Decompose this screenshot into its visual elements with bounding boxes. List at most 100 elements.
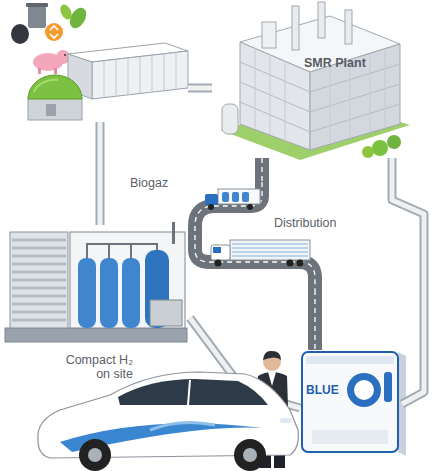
biogas-unit — [104, 52, 176, 97]
hydrogen-dispenser — [384, 372, 392, 402]
compact-unit-box: Compact H₂ on site — [5, 225, 190, 347]
hydrogen-dispenser — [306, 356, 394, 364]
smr-plant — [372, 140, 388, 156]
dispenser-box: BLUE — [300, 350, 402, 455]
fuel-cell-car — [150, 422, 215, 430]
truck — [208, 204, 214, 210]
truck — [222, 192, 229, 202]
smr-plant-box: SMR Plant — [212, 8, 407, 158]
hydrogen-dispenser — [354, 380, 374, 400]
compact-h2-unit — [10, 232, 68, 328]
truck — [242, 192, 249, 202]
waste-icons — [11, 24, 29, 44]
pipe-connector — [392, 158, 424, 404]
compact-h2-unit — [172, 222, 175, 244]
node-label: Biogaz — [130, 176, 168, 190]
pipe-outline — [392, 158, 424, 404]
biogas-unit — [34, 80, 58, 92]
fuel-cell-car — [188, 380, 190, 405]
hydrogen-dispenser — [302, 352, 406, 456]
fuel-cell-car — [88, 448, 102, 462]
smr-plant — [240, 62, 400, 132]
tube-trailer — [230, 240, 310, 260]
node-label: Compact H₂ on site — [53, 353, 133, 381]
biogas-unit — [46, 104, 56, 116]
road-connector — [262, 158, 263, 182]
truck — [205, 194, 218, 205]
smr-plant — [240, 42, 310, 150]
road-surface — [255, 158, 269, 182]
waste-icons — [26, 3, 48, 7]
compact-h2-unit — [87, 244, 157, 258]
biogas-unit — [28, 43, 188, 120]
compact-h2-unit — [5, 222, 187, 342]
smr-plant — [220, 2, 410, 160]
smr-plant — [222, 104, 238, 134]
pipe-outline — [96, 122, 105, 225]
waste-icons — [28, 6, 46, 28]
compact-h2-unit — [70, 232, 185, 328]
biogas-unit — [28, 75, 82, 99]
smr-plant — [262, 22, 276, 48]
smr-plant — [318, 2, 325, 38]
compact-h2-unit — [100, 258, 118, 328]
tube-trailer — [215, 260, 222, 267]
smr-plant — [387, 135, 401, 149]
tube-trailer — [287, 260, 294, 267]
tube-trailer — [232, 244, 308, 256]
compact-h2-unit — [12, 240, 66, 320]
compact-h2-unit — [5, 328, 187, 342]
road-surface — [308, 290, 322, 350]
waste-icons — [58, 3, 74, 22]
tube-trailer — [297, 260, 304, 267]
person — [263, 351, 281, 360]
smr-plant — [362, 146, 374, 158]
pipe-body — [392, 158, 424, 404]
waste-icons — [45, 23, 63, 41]
compact-h2-unit — [78, 258, 96, 328]
hydrogen-dispenser — [312, 430, 388, 444]
person — [268, 372, 276, 386]
road — [195, 182, 315, 290]
tube-trailer — [213, 247, 221, 253]
road-connector — [315, 290, 316, 350]
pipe-body — [188, 86, 212, 91]
truck — [247, 204, 253, 210]
fuel-cell-car — [280, 418, 292, 423]
waste-icons — [50, 26, 58, 38]
tube-trailer — [211, 240, 310, 267]
road-marking — [261, 158, 262, 182]
tube-trailer — [211, 245, 230, 260]
compact-h2-unit — [122, 258, 140, 328]
pipe-outline — [188, 84, 212, 93]
node-label: Distribution — [274, 216, 337, 230]
road-marking — [314, 290, 315, 350]
waste-icons — [54, 68, 57, 74]
biogas-unit — [28, 98, 82, 120]
dispenser-brand: BLUE — [306, 383, 339, 397]
hydrogen-dispenser — [302, 352, 398, 452]
fuel-cell-car — [38, 372, 298, 471]
compact-h2-unit — [150, 300, 182, 326]
distribution-box: Distribution — [188, 182, 338, 290]
biogas-unit — [92, 51, 188, 99]
truck — [218, 189, 260, 204]
fuel-cell-car — [243, 448, 257, 462]
fuel-cell-car — [118, 379, 268, 405]
truck — [232, 192, 239, 202]
fuel-cell-car — [79, 439, 111, 471]
hydrogen-dispenser — [347, 373, 381, 407]
fuel-cell-car — [234, 439, 266, 471]
smr-plant — [292, 6, 299, 50]
waste-icons — [64, 54, 66, 56]
pipe-connector — [188, 88, 212, 89]
smr-plant — [255, 48, 385, 144]
truck — [205, 189, 260, 210]
biogas-source: Biogaz — [28, 38, 188, 122]
road — [195, 182, 315, 290]
waste-icons — [38, 68, 41, 74]
road — [195, 182, 315, 290]
smr-plant — [345, 10, 352, 44]
